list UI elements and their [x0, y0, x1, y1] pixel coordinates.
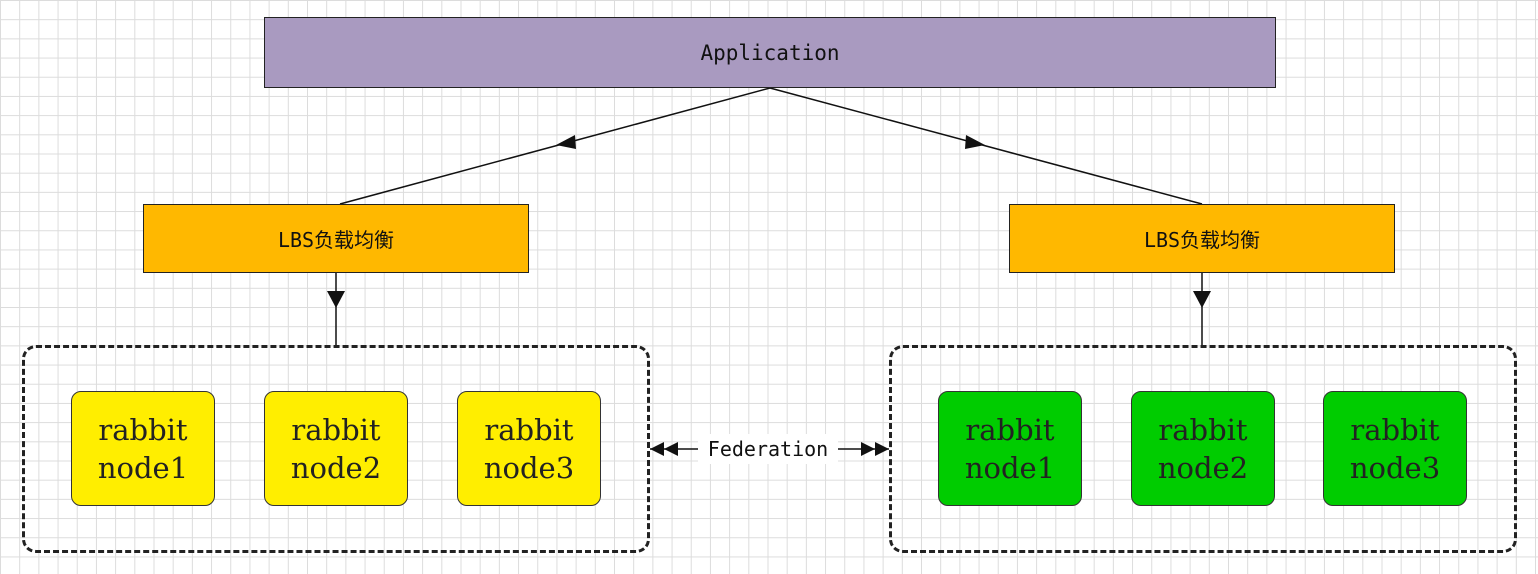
federation-arrow-right-outer-icon	[875, 442, 889, 456]
arrow-head-left-icon	[556, 135, 576, 149]
load-balancer-right: LBS负载均衡	[1009, 204, 1395, 273]
load-balancer-label: LBS负载均衡	[277, 228, 395, 252]
node-id: node1	[964, 450, 1056, 485]
node-name: rabbit	[291, 412, 381, 447]
edge-app-to-lbs-left	[339, 87, 771, 205]
node-id: node2	[1157, 450, 1249, 485]
federation-label: Federation	[698, 434, 838, 464]
load-balancer-left: LBS负载均衡	[143, 204, 529, 273]
node-name: rabbit	[965, 412, 1055, 447]
cluster-right	[889, 345, 1517, 553]
node-id: node2	[290, 450, 382, 485]
federation-arrow-right-inner-icon	[861, 442, 875, 456]
node-id: node3	[483, 450, 575, 485]
node-name: rabbit	[1350, 412, 1440, 447]
application-box: Application	[264, 17, 1276, 88]
load-balancer-label: LBS负载均衡	[1143, 228, 1261, 252]
node-name: rabbit	[1158, 412, 1248, 447]
federation-arrow-left-inner-icon	[664, 442, 678, 456]
edge-app-to-lbs-right	[769, 87, 1203, 205]
node-id: node3	[1349, 450, 1441, 485]
application-label: Application	[700, 40, 840, 65]
node-name: rabbit	[484, 412, 574, 447]
arrow-head-right-icon	[965, 135, 985, 149]
node-name: rabbit	[98, 412, 188, 447]
cluster-left	[22, 345, 650, 553]
arrow-down-left-icon	[327, 291, 345, 308]
federation-arrow-left-outer-icon	[650, 442, 664, 456]
arrow-down-right-icon	[1193, 291, 1211, 308]
node-id: node1	[97, 450, 189, 485]
